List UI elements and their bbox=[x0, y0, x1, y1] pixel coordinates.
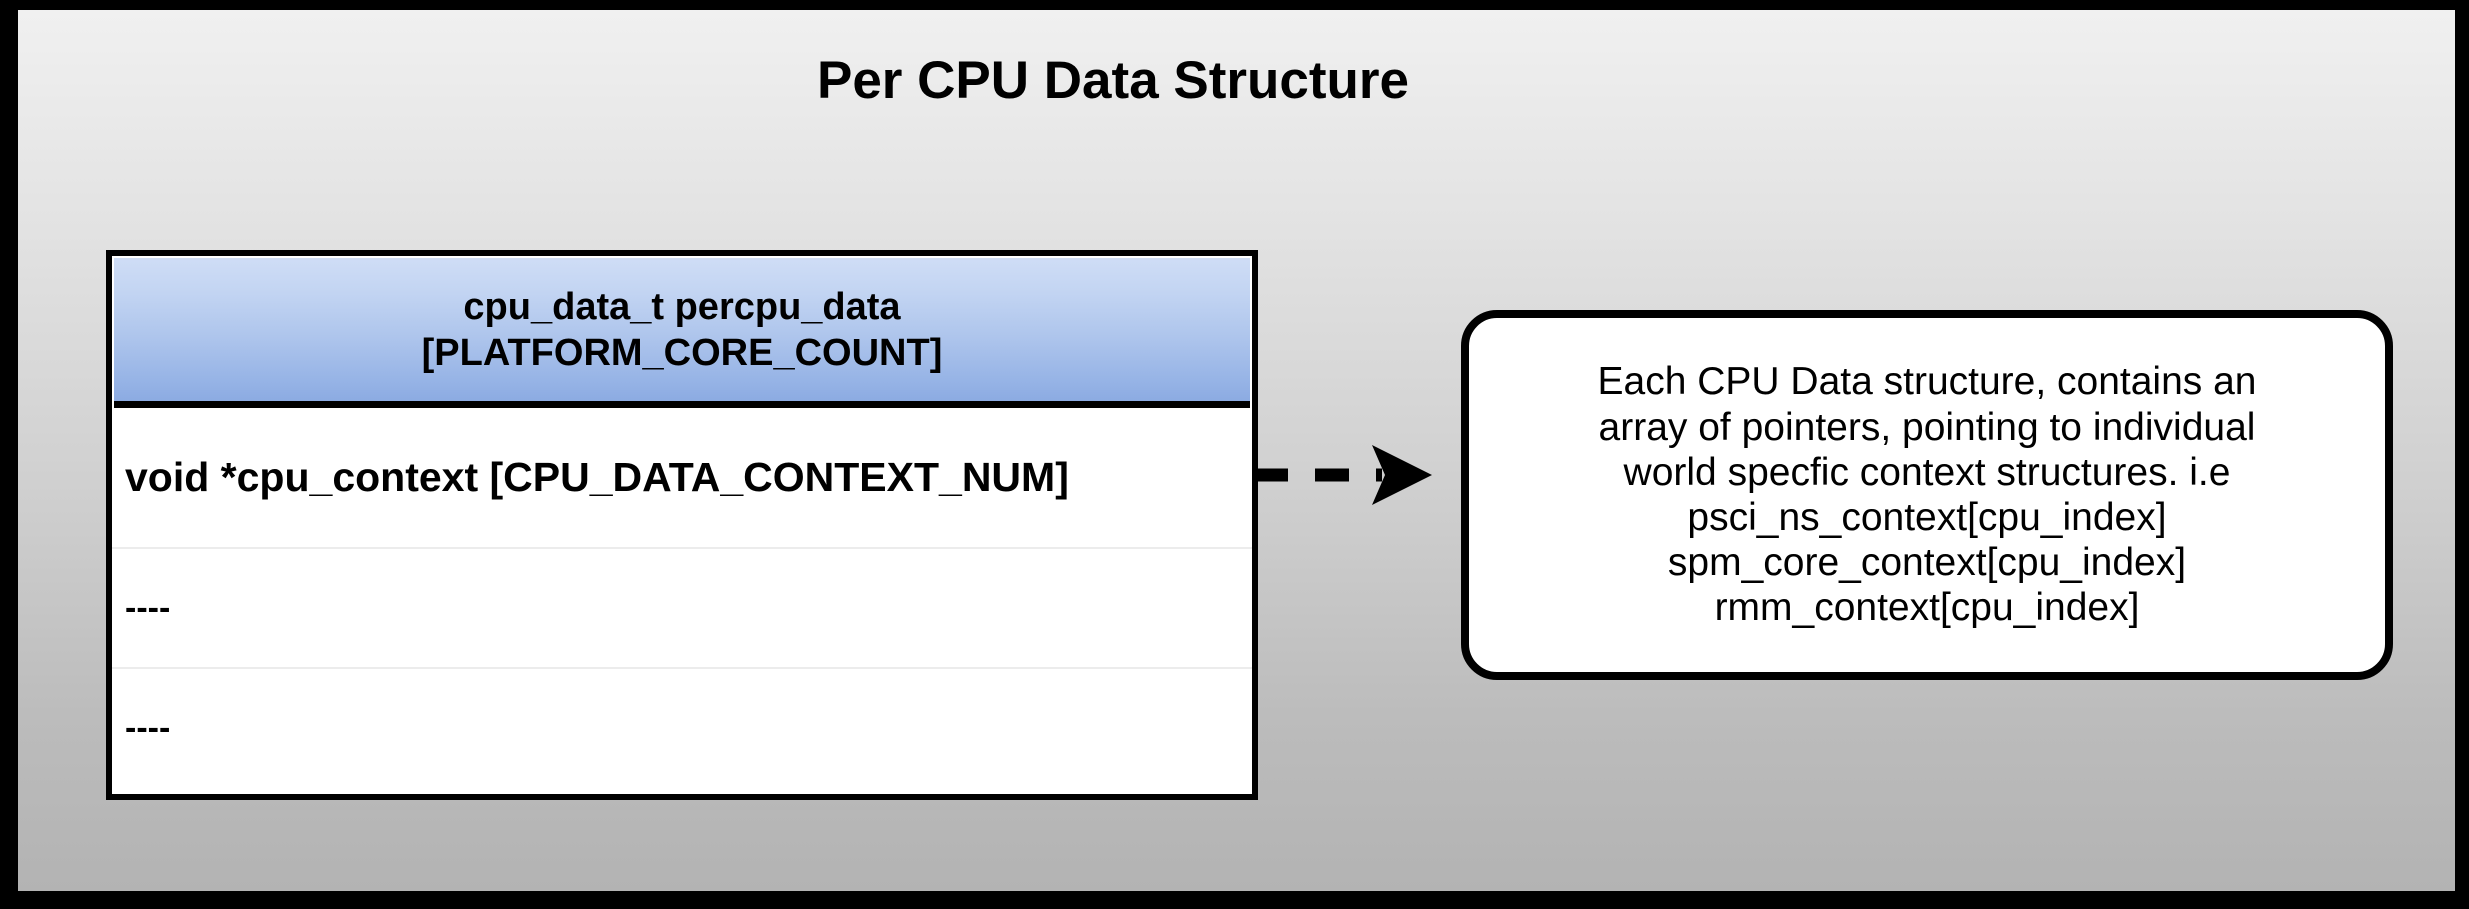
struct-row-placeholder-2: ---- bbox=[112, 667, 1252, 793]
note-line-4: psci_ns_context[cpu_index] bbox=[1687, 496, 2167, 539]
note-line-6: rmm_context[cpu_index] bbox=[1714, 586, 2140, 630]
struct-header-line-1: cpu_data_t percpu_data bbox=[463, 285, 901, 328]
struct-body: void *cpu_context [CPU_DATA_CONTEXT_NUM]… bbox=[112, 408, 1252, 793]
note-line-2: array of pointers, pointing to individua… bbox=[1598, 405, 2256, 449]
dashed-arrow-right-icon bbox=[1254, 435, 1444, 515]
note-line-3: world specfic context structures. i.e bbox=[1623, 450, 2231, 494]
struct-header-line-2: [PLATFORM_CORE_COUNT] bbox=[421, 331, 943, 374]
connector-svg bbox=[1254, 445, 1432, 505]
note-line-5: spm_core_context[cpu_index] bbox=[1667, 541, 2187, 585]
note-box: Each CPU Data structure, contains an arr… bbox=[1461, 310, 2393, 680]
struct-row-placeholder-1: ---- bbox=[112, 547, 1252, 667]
percpu-data-struct-box: cpu_data_t percpu_data [PLATFORM_CORE_CO… bbox=[106, 250, 1258, 800]
page-title: Per CPU Data Structure bbox=[816, 51, 1409, 110]
struct-header: cpu_data_t percpu_data [PLATFORM_CORE_CO… bbox=[114, 258, 1250, 408]
note-line-1: Each CPU Data structure, contains an bbox=[1597, 360, 2257, 404]
struct-row-cpu-context: void *cpu_context [CPU_DATA_CONTEXT_NUM] bbox=[125, 454, 1069, 500]
connector-arrowhead bbox=[1372, 445, 1432, 505]
diagram-surface: Per CPU Data Structure cpu_data_t percpu… bbox=[18, 10, 2455, 891]
